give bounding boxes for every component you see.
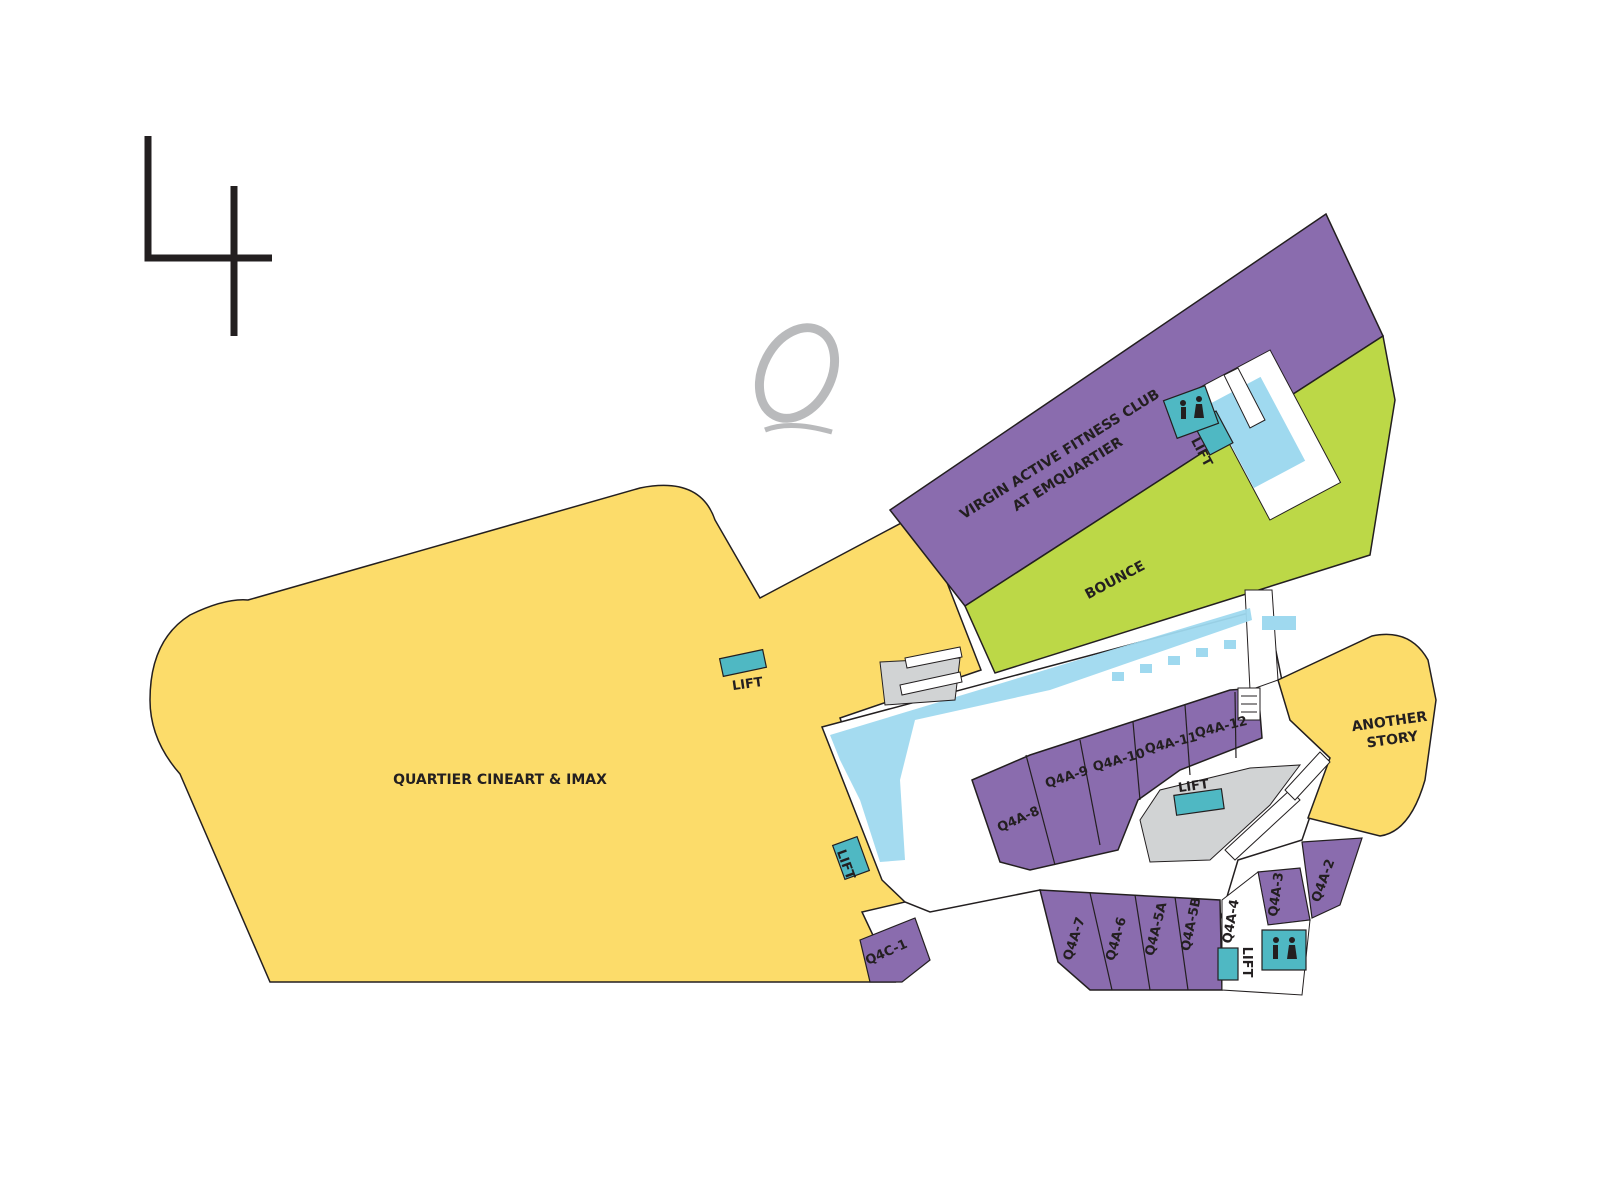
label-q4a-3: Q4A-3 [1266,871,1287,917]
label-another-story-line2: STORY [1366,728,1420,751]
unit-dividers-upper [1025,691,1237,866]
escalator-icon [879,646,963,706]
lift-icon[interactable] [1217,947,1239,981]
lift-icon[interactable] [1173,788,1225,816]
zone-quartier-cineart-imax[interactable] [149,484,982,983]
lift-icon[interactable] [831,835,871,881]
water-dashes [1112,616,1296,681]
unit-dividers-lower [1089,892,1189,991]
label-lift: LIFT [1177,777,1210,796]
restroom-icon[interactable] [1261,929,1307,971]
unit-q4a-2[interactable] [1301,837,1363,919]
label-lift: LIFT [1239,947,1254,978]
water-feature [830,608,1252,862]
inner-atrium [1139,764,1302,863]
emquartier-logo [754,323,840,435]
label-cinema: QUARTIER CINEART & IMAX [393,772,607,788]
escalator-icon [1224,751,1331,861]
label-lift: LIFT [731,675,764,694]
floor-number-glyph [144,136,272,336]
zone-another-story[interactable] [1277,633,1437,837]
corridor-link [1244,589,1279,691]
staircase-icon [1237,687,1261,721]
unit-q4c-1[interactable] [859,917,931,983]
staircase-icon [1223,367,1266,429]
restroom-icon[interactable] [1162,384,1220,440]
lift-icon[interactable] [718,648,768,678]
unit-block-lower[interactable] [1039,889,1223,991]
